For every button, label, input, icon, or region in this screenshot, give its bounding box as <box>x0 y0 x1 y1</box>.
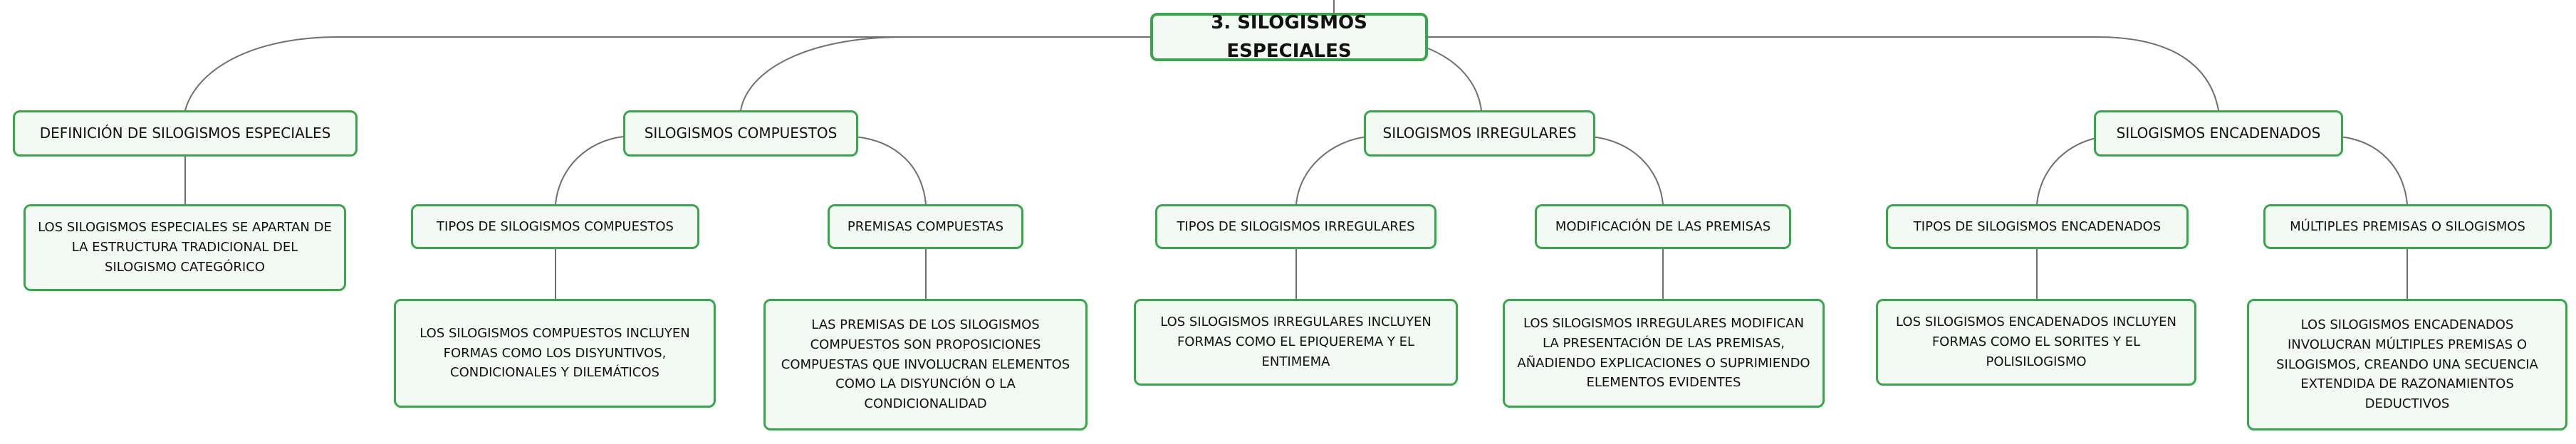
node-text: LOS SILOGISMOS COMPUESTOS INCLUYEN FORMA… <box>419 325 690 381</box>
premisas-compuestas-text-node[interactable]: LAS PREMISAS DE LOS SILOGISMOS COMPUESTO… <box>763 299 1088 430</box>
section-compuestos[interactable]: SILOGISMOS COMPUESTOS <box>623 110 858 157</box>
definicion-text: LOS SILOGISMOS ESPECIALES SE APARTAN DE … <box>38 220 332 275</box>
modificacion-premisas-node[interactable]: MODIFICACIÓN DE LAS PREMISAS <box>1535 204 1791 249</box>
section-label: SILOGISMOS ENCADENADOS <box>2116 125 2321 142</box>
modificacion-premisas-text-node[interactable]: LOS SILOGISMOS IRREGULARES MODIFICAN LA … <box>1503 299 1825 408</box>
connector-encadenados-tipos <box>2036 136 2105 205</box>
section-encadenados[interactable]: SILOGISMOS ENCADENADOS <box>2094 110 2343 157</box>
node-label: PREMISAS COMPUESTAS <box>847 218 1004 234</box>
connector-compuestos-tipos <box>555 136 624 205</box>
node-text: LOS SILOGISMOS IRREGULARES INCLUYEN FORM… <box>1160 314 1432 369</box>
node-label: TIPOS DE SILOGISMOS ENCADENADOS <box>1913 218 2162 234</box>
node-text: LOS SILOGISMOS ENCADENADOS INCLUYEN FORM… <box>1896 314 2176 369</box>
connector-irregulares-tipos <box>1295 136 1368 205</box>
definicion-text-node[interactable]: LOS SILOGISMOS ESPECIALES SE APARTAN DE … <box>24 204 346 291</box>
premisas-compuestas-node[interactable]: PREMISAS COMPUESTAS <box>828 204 1023 249</box>
section-irregulares[interactable]: SILOGISMOS IRREGULARES <box>1364 110 1595 157</box>
node-label: MÚLTIPLES PREMISAS O SILOGISMOS <box>2290 218 2525 234</box>
node-text: LAS PREMISAS DE LOS SILOGISMOS COMPUESTO… <box>781 317 1070 412</box>
section-label: DEFINICIÓN DE SILOGISMOS ESPECIALES <box>39 125 331 142</box>
tipos-encadenados-text-node[interactable]: LOS SILOGISMOS ENCADENADOS INCLUYEN FORM… <box>1876 299 2196 386</box>
tipos-irregulares-node[interactable]: TIPOS DE SILOGISMOS IRREGULARES <box>1155 204 1436 249</box>
node-label: TIPOS DE SILOGISMOS COMPUESTOS <box>437 218 674 234</box>
connector-encadenados-multiples <box>2339 136 2408 205</box>
root-label: 3. SILOGISMOS ESPECIALES <box>1211 11 1367 62</box>
tipos-compuestos-node[interactable]: TIPOS DE SILOGISMOS COMPUESTOS <box>411 204 699 249</box>
section-label: SILOGISMOS IRREGULARES <box>1382 125 1577 142</box>
multiples-premisas-node[interactable]: MÚLTIPLES PREMISAS O SILOGISMOS <box>2263 204 2552 249</box>
tipos-encadenados-node[interactable]: TIPOS DE SILOGISMOS ENCADENADOS <box>1886 204 2189 249</box>
node-text: LOS SILOGISMOS IRREGULARES MODIFICAN LA … <box>1517 315 1810 391</box>
multiples-premisas-text-node[interactable]: LOS SILOGISMOS ENCADENADOS INVOLUCRAN MÚ… <box>2247 299 2567 430</box>
connector-root-irregulares <box>1424 46 1482 111</box>
section-label: SILOGISMOS COMPUESTOS <box>644 125 838 142</box>
connector-root-encadenados <box>1428 36 2219 111</box>
root-node[interactable]: 3. SILOGISMOS ESPECIALES <box>1150 12 1428 62</box>
node-text: LOS SILOGISMOS ENCADENADOS INVOLUCRAN MÚ… <box>2276 317 2538 412</box>
connector-irregulares-modificacion <box>1591 136 1664 205</box>
connector-compuestos-premisas <box>854 136 927 205</box>
tipos-compuestos-text-node[interactable]: LOS SILOGISMOS COMPUESTOS INCLUYEN FORMA… <box>394 299 716 408</box>
connector-root-compuestos <box>740 36 1150 111</box>
section-definicion[interactable]: DEFINICIÓN DE SILOGISMOS ESPECIALES <box>13 110 358 157</box>
node-label: MODIFICACIÓN DE LAS PREMISAS <box>1555 218 1771 234</box>
node-label: TIPOS DE SILOGISMOS IRREGULARES <box>1177 218 1415 234</box>
connector-root-definicion <box>184 36 1150 111</box>
tipos-irregulares-text-node[interactable]: LOS SILOGISMOS IRREGULARES INCLUYEN FORM… <box>1134 299 1458 386</box>
